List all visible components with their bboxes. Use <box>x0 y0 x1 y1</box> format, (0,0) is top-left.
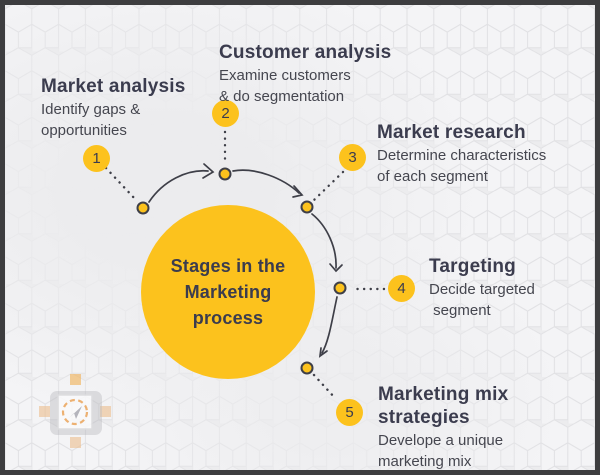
curved-arrow-1-2 <box>148 169 209 203</box>
curved-arrow-2-3 <box>232 169 300 194</box>
stage-1-description: Identify gaps & opportunities <box>41 101 141 139</box>
curved-arrow-3-4 <box>311 213 337 269</box>
dotted-connector-1 <box>104 166 138 202</box>
stage-3-market-research: Market research Determine characteristic… <box>377 121 546 187</box>
arrowhead-4-5 <box>318 347 328 358</box>
stage-3-description: Determine characteristics of each segmen… <box>377 147 547 185</box>
stage-2-title: Customer analysis <box>219 42 392 63</box>
stage-5-description: Develope a unique marketing mix <box>378 432 504 470</box>
curved-arrow-4-5 <box>321 296 338 354</box>
dotted-connector-3 <box>312 170 345 202</box>
stage-2-number-badge: 2 <box>212 100 239 127</box>
stage-4-number-badge: 4 <box>388 275 415 302</box>
arrowhead-2-3 <box>292 185 304 198</box>
watermark-square-left <box>39 406 50 417</box>
center-title: Stages in the Marketing process <box>170 256 286 328</box>
stage-5-title: Marketing mix strategies <box>378 384 509 428</box>
stage-1-market-analysis: Market analysis Identify gaps & opportun… <box>41 75 186 141</box>
arrowhead-1-2 <box>202 163 215 179</box>
compass-circle-icon <box>61 398 89 426</box>
stage-4-title: Targeting <box>429 256 516 277</box>
stage-2-customer-analysis: Customer analysis Examine customers & do… <box>219 41 391 107</box>
stage-5-marketing-mix-strategies: Marketing mix strategies Develope a uniq… <box>378 383 509 470</box>
stage-2-description: Examine customers & do segmentation <box>219 67 351 105</box>
stage-4-description: Decide targeted segment <box>429 281 535 319</box>
stage-3-number-badge: 3 <box>339 144 366 171</box>
dotted-connector-5 <box>312 373 337 400</box>
watermark-logo <box>39 374 111 448</box>
watermark-square-right <box>100 406 111 417</box>
stage-3-title: Market research <box>377 122 526 143</box>
node-dot-3 <box>300 200 314 214</box>
watermark-square-top <box>70 374 81 385</box>
node-dot-5 <box>300 361 314 375</box>
arrowhead-3-4 <box>329 263 343 273</box>
stage-1-title: Market analysis <box>41 76 186 97</box>
center-circle: Stages in the Marketing process <box>141 205 315 379</box>
node-dot-2 <box>218 167 232 181</box>
watermark-square-bottom <box>70 437 81 448</box>
stage-4-targeting: Targeting Decide targeted segment <box>429 255 535 321</box>
compass-arrow-icon <box>69 406 82 419</box>
process-connectors <box>104 130 386 400</box>
stage-1-number-badge: 1 <box>83 145 110 172</box>
stage-5-number-badge: 5 <box>336 399 363 426</box>
node-dot-1 <box>136 201 150 215</box>
node-dot-4 <box>333 281 347 295</box>
